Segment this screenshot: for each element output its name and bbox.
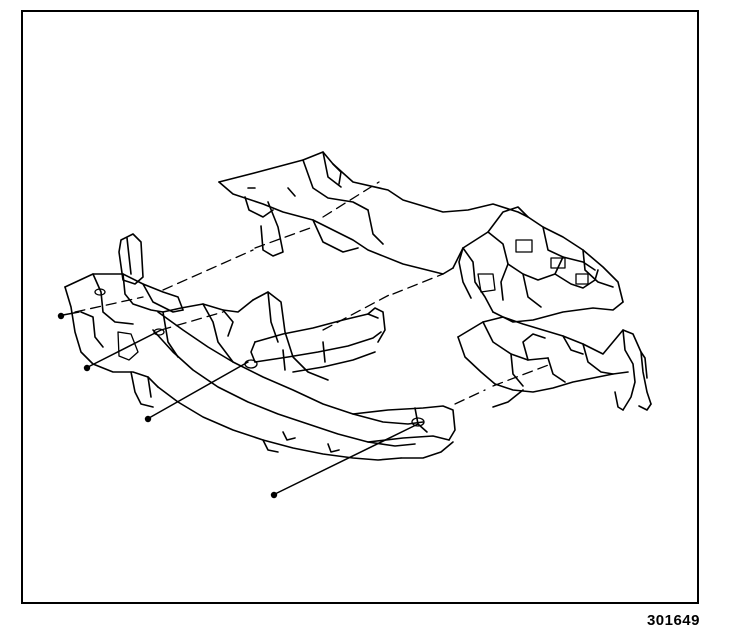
figure-number: 301649 xyxy=(646,612,700,629)
center-crossmember xyxy=(250,307,386,373)
bolt-shafts xyxy=(62,311,419,495)
right-front-rail xyxy=(457,316,652,411)
left-side-rail xyxy=(152,291,424,461)
left-front-bracket xyxy=(64,233,184,408)
right-rear-rail xyxy=(452,206,624,323)
alignment-lines xyxy=(74,181,552,405)
rear-crossmember xyxy=(218,151,529,275)
bolt-icon xyxy=(57,312,278,499)
frame-cradle-illustration xyxy=(57,151,652,499)
diagram-frame xyxy=(21,10,699,604)
mount-holes xyxy=(153,328,425,427)
front-crossmember xyxy=(262,405,456,459)
